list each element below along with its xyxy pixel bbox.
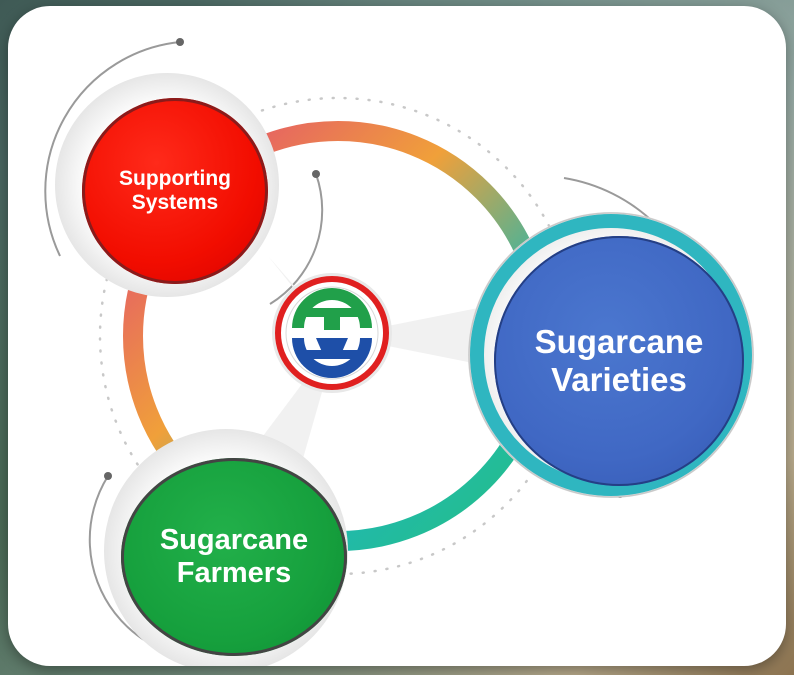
node-supporting-systems: Supporting Systems — [82, 98, 268, 284]
outer-arc-top-left — [44, 41, 181, 257]
node-label-line2: Systems — [131, 191, 219, 214]
arc-end-dot — [312, 170, 320, 178]
node-label-line2: Farmers — [176, 557, 292, 589]
diagram-card: Supporting Systems Sugarcane Farmers Sug… — [8, 6, 786, 666]
spoke-connector — [338, 306, 488, 366]
node-label-line1: Sugarcane — [534, 323, 704, 361]
varieties-outer-ring — [470, 214, 752, 496]
arc-end-dot — [104, 472, 112, 480]
varieties-outer-ring-highlight — [468, 212, 754, 498]
node-sugarcane-farmers: Sugarcane Farmers — [121, 458, 347, 656]
inner-arc-support — [269, 173, 324, 305]
node-label-line1: Sugarcane — [159, 523, 309, 556]
arc-end-dot — [176, 38, 184, 46]
organization-logo-icon — [272, 273, 392, 393]
node-label-line1: Supporting — [119, 166, 231, 190]
node-label-line2: Varieties — [551, 361, 687, 398]
node-sugarcane-varieties: Sugarcane Varieties — [494, 236, 744, 486]
